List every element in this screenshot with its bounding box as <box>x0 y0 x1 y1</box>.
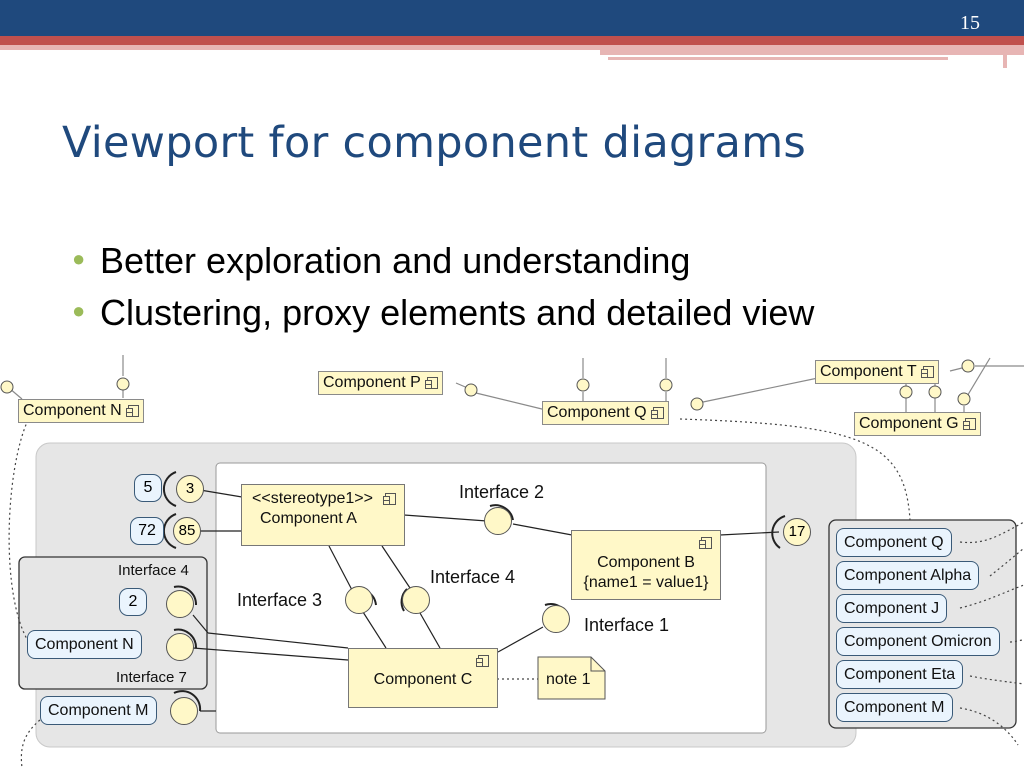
component-b[interactable]: Component B {name1 = value1} <box>571 530 721 600</box>
component-c[interactable]: Component C <box>348 648 498 708</box>
bullet-item: ● Better exploration and understanding <box>72 240 690 282</box>
slide-title: Viewport for component diagrams <box>62 118 807 168</box>
component-icon <box>424 376 438 389</box>
header-bar <box>0 0 1024 36</box>
bullet-text: Better exploration and understanding <box>100 240 691 281</box>
bullet-item: ● Clustering, proxy elements and detailed… <box>72 292 814 334</box>
proxy-links <box>8 418 1024 768</box>
cluster-item[interactable]: Component Q <box>836 528 952 557</box>
cluster-item[interactable]: Component Omicron <box>836 627 1000 656</box>
component-label: Component A <box>260 510 357 527</box>
note-shape <box>537 656 606 700</box>
port-proxy[interactable]: 5 <box>134 474 162 502</box>
port-ball[interactable]: 17 <box>783 518 811 546</box>
component-label: Component C <box>373 671 473 688</box>
component-label: Component Q <box>547 404 647 421</box>
component-g[interactable]: Component G <box>854 412 981 436</box>
interface-1-ball[interactable] <box>542 605 570 633</box>
component-icon <box>699 537 712 549</box>
proxy-component-m[interactable]: Component M <box>40 696 157 725</box>
interface-ball[interactable] <box>166 633 194 661</box>
interface-2-ball[interactable] <box>484 507 512 535</box>
component-t[interactable]: Component T <box>815 360 939 384</box>
outer-interface-balls <box>0 359 975 411</box>
component-label: Component G <box>859 415 959 432</box>
port-ball[interactable]: 3 <box>176 475 204 503</box>
component-q[interactable]: Component Q <box>542 401 669 425</box>
component-icon <box>125 404 139 417</box>
component-icon <box>962 417 976 430</box>
interface-ball[interactable] <box>170 697 198 725</box>
proxy-component-n[interactable]: Component N <box>27 630 142 659</box>
bullet-dot-icon: ● <box>72 246 86 272</box>
bullet-text: Clustering, proxy elements and detailed … <box>100 292 815 333</box>
cluster-item[interactable]: Component M <box>836 693 953 722</box>
interface-3-ball[interactable] <box>345 586 373 614</box>
component-icon <box>650 406 664 419</box>
interface-1-label: Interface 1 <box>584 615 670 635</box>
note-label[interactable]: note 1 <box>546 671 591 688</box>
cluster-item[interactable]: Component Eta <box>836 660 964 689</box>
component-attribute: {name1 = value1} <box>583 574 709 591</box>
port-ball[interactable]: 85 <box>173 517 201 545</box>
component-p[interactable]: Component P <box>318 371 443 395</box>
component-label: Component B <box>597 554 695 571</box>
component-label: Component T <box>820 363 917 380</box>
cluster-item[interactable]: Component Alpha <box>836 561 980 590</box>
cluster-label: Interface 4 <box>118 562 189 579</box>
component-icon <box>476 655 489 667</box>
component-label: Component N <box>23 402 122 419</box>
bullet-dot-icon: ● <box>72 298 86 324</box>
component-label: Component P <box>323 374 421 391</box>
interface-2-label: Interface 2 <box>459 482 545 502</box>
component-a[interactable]: <<stereotype1>> Component A <box>241 484 405 546</box>
component-icon <box>383 493 396 505</box>
cluster-label: Interface 7 <box>116 669 187 686</box>
interface-3-label: Interface 3 <box>237 590 323 610</box>
component-icon <box>920 365 934 378</box>
component-n[interactable]: Component N <box>18 399 144 423</box>
interface-4-ball[interactable] <box>402 586 430 614</box>
interface-ball[interactable] <box>166 590 194 618</box>
slide-number: 15 <box>960 12 980 34</box>
port-proxy[interactable]: 72 <box>130 517 164 545</box>
diagram-connectors <box>192 489 780 712</box>
stereotype-label: <<stereotype1>> <box>252 490 373 507</box>
port-proxy[interactable]: 2 <box>119 588 147 616</box>
cluster-item[interactable]: Component J <box>836 594 948 623</box>
interface-4-label: Interface 4 <box>430 567 516 587</box>
header-stripes <box>0 36 1024 68</box>
